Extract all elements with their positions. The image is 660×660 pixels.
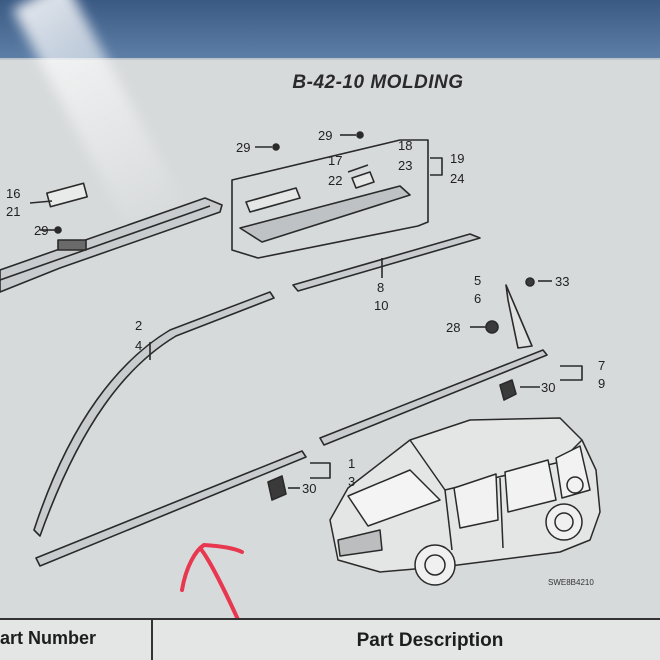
clip-part-16 xyxy=(46,182,88,208)
molding-part-7 xyxy=(319,349,548,446)
label-19: 19 xyxy=(450,151,464,166)
clip-part-30a xyxy=(499,379,517,401)
roof-assembly-bracket xyxy=(231,139,429,259)
label-30b: 30 xyxy=(302,481,316,496)
label-16: 16 xyxy=(6,186,20,201)
molding-part-8 xyxy=(292,233,481,292)
clip-part-30b xyxy=(267,475,287,501)
label-17: 17 xyxy=(328,153,342,168)
clip-part-28 xyxy=(485,320,499,334)
label-29b: 29 xyxy=(318,128,332,143)
label-3: 3 xyxy=(348,474,355,489)
roof-rail-part xyxy=(0,197,223,293)
label-6: 6 xyxy=(474,291,481,306)
parts-table-header: art Number Part Description xyxy=(0,618,660,660)
label-8: 8 xyxy=(377,280,384,295)
clip-part-29b xyxy=(356,131,364,139)
label-29c: 29 xyxy=(34,223,48,238)
label-2: 2 xyxy=(135,318,142,333)
label-28: 28 xyxy=(446,320,460,335)
label-29a: 29 xyxy=(236,140,250,155)
label-5: 5 xyxy=(474,273,481,288)
label-4: 4 xyxy=(135,338,142,353)
trim-part-5 xyxy=(505,284,533,349)
label-30a: 30 xyxy=(541,380,555,395)
clip-part-29a xyxy=(272,143,280,151)
label-7: 7 xyxy=(598,358,605,373)
roof-assembly-part xyxy=(239,185,411,243)
diagram-title: B-42-10 MOLDING xyxy=(292,72,464,93)
vehicle-illustration xyxy=(329,417,601,586)
molding-part-2 xyxy=(33,291,275,537)
label-9: 9 xyxy=(598,376,605,391)
part-description-header: Part Description xyxy=(356,630,504,651)
label-1: 1 xyxy=(348,456,355,471)
diagram-code: SWE8B4210 xyxy=(548,578,594,587)
label-18: 18 xyxy=(398,138,412,153)
label-21: 21 xyxy=(6,204,20,219)
label-23: 23 xyxy=(398,158,412,173)
label-22: 22 xyxy=(328,173,342,188)
label-10: 10 xyxy=(374,298,388,313)
molding-part-1 xyxy=(35,450,307,567)
clip-part-33 xyxy=(525,277,535,287)
part-number-header: art Number xyxy=(0,628,97,648)
label-24: 24 xyxy=(450,171,464,186)
window-titlebar xyxy=(0,0,660,58)
label-33: 33 xyxy=(555,274,569,289)
column-divider xyxy=(151,620,153,660)
